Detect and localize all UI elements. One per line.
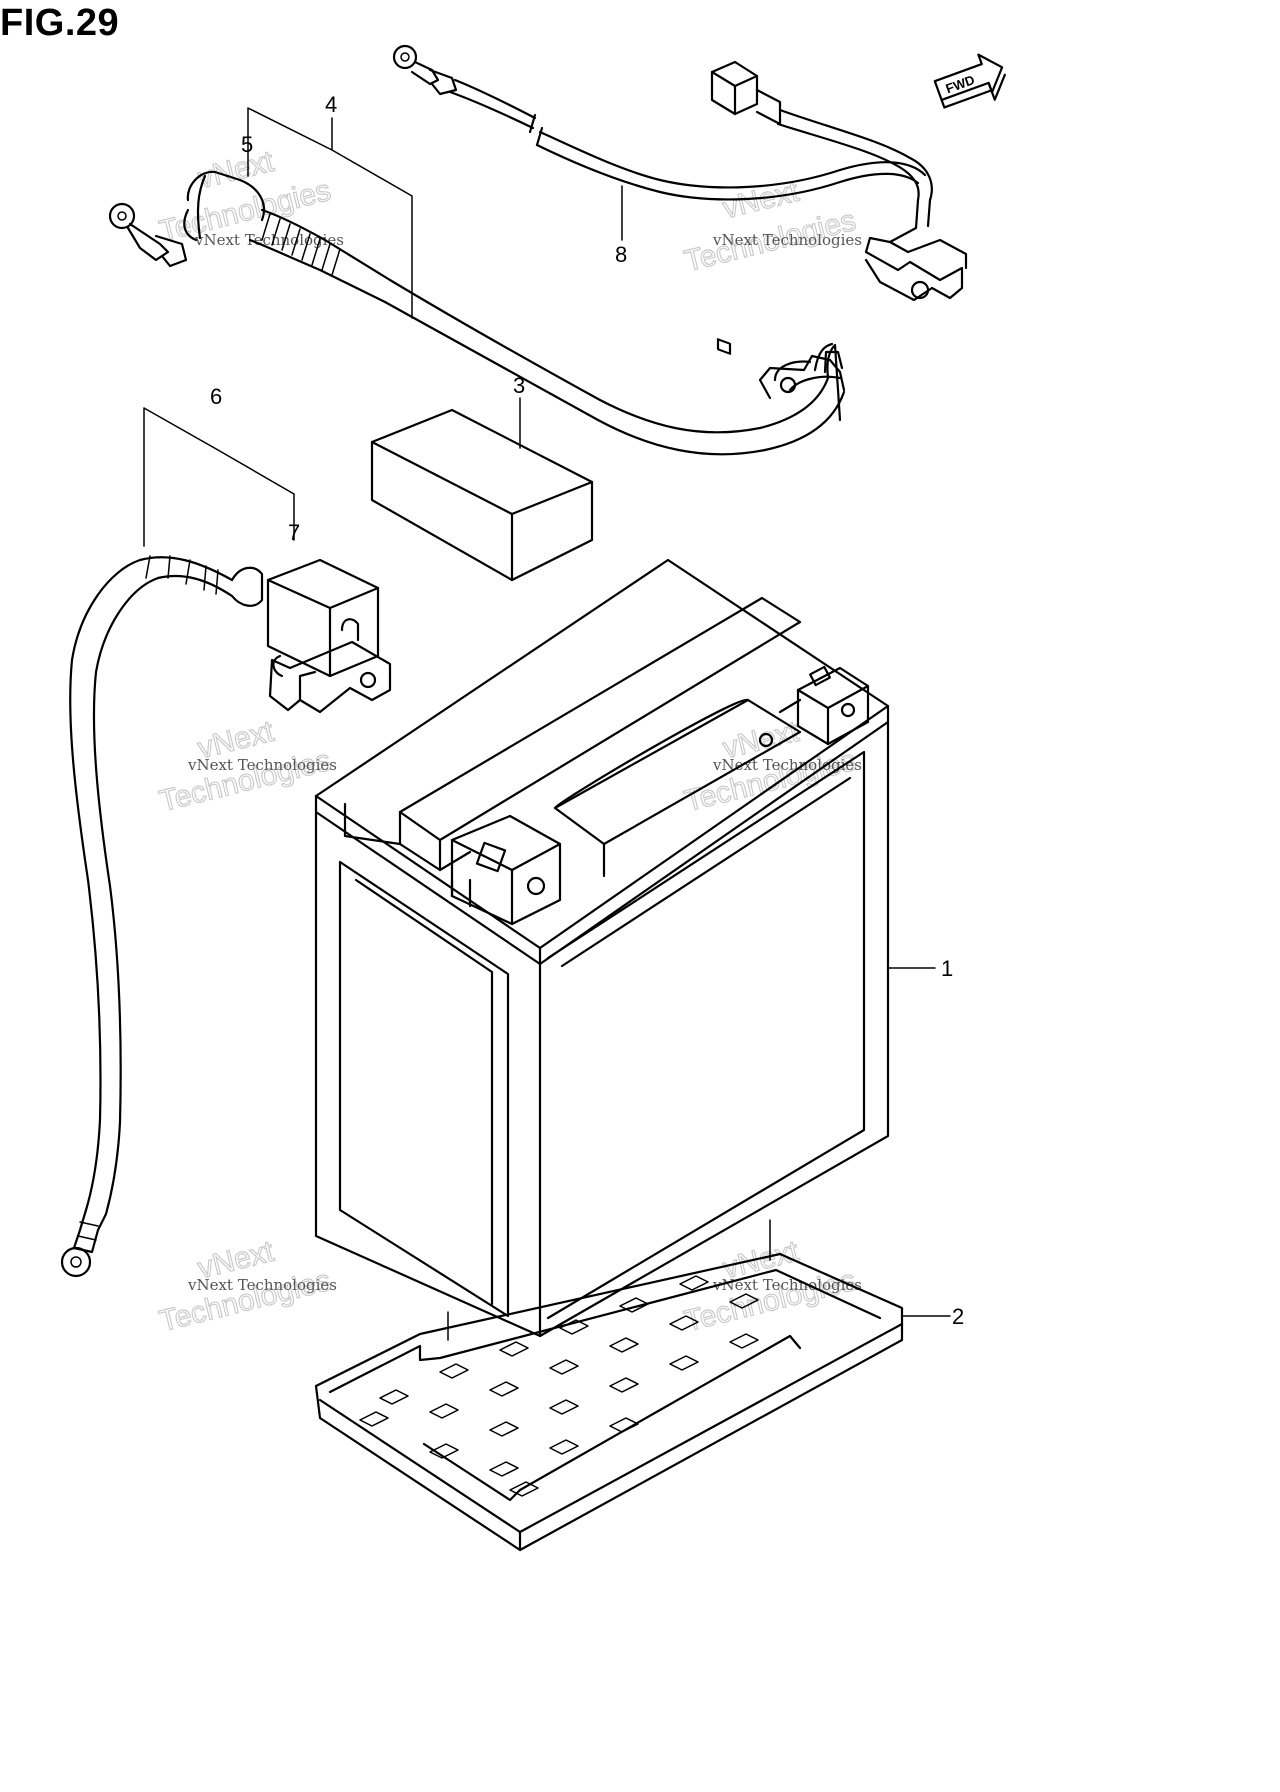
watermark-big-1: vNext [195,145,278,196]
watermark-small-6: vNext Technologies [712,1276,862,1294]
watermarks: vNext Technologies vNext Technologies vN… [156,144,862,1339]
callout-leaders [143,107,623,547]
callout-1: 1 [941,956,953,981]
watermark-small-3: vNext Technologies [187,756,337,774]
battery-tray [314,1219,951,1552]
pad [370,408,594,582]
callout-8: 8 [615,242,627,267]
watermark-top-right: vNext Technologies [681,174,860,279]
callout-4: 4 [325,92,337,117]
callout-labels: 1 2 3 4 5 6 7 8 [210,92,964,1329]
callout-6: 6 [210,384,222,409]
callout-5: 5 [241,132,253,157]
callout-7: 7 [288,520,300,545]
watermark-small-4: vNext Technologies [712,756,862,774]
callout-3: 3 [513,373,525,398]
watermark-small-5: vNext Technologies [187,1276,337,1294]
figure-title: FIG.29 [0,2,120,44]
sub-harness [392,44,968,355]
watermark-small-1: vNext Technologies [194,231,344,249]
negative-cable [60,555,392,1278]
positive-cable [108,170,846,456]
battery [314,558,936,1338]
callout-2: 2 [952,1304,964,1329]
fwd-arrow-badge: FWD [933,53,1006,109]
watermark-small-2: vNext Technologies [712,231,862,249]
tray-slots [359,1275,759,1497]
